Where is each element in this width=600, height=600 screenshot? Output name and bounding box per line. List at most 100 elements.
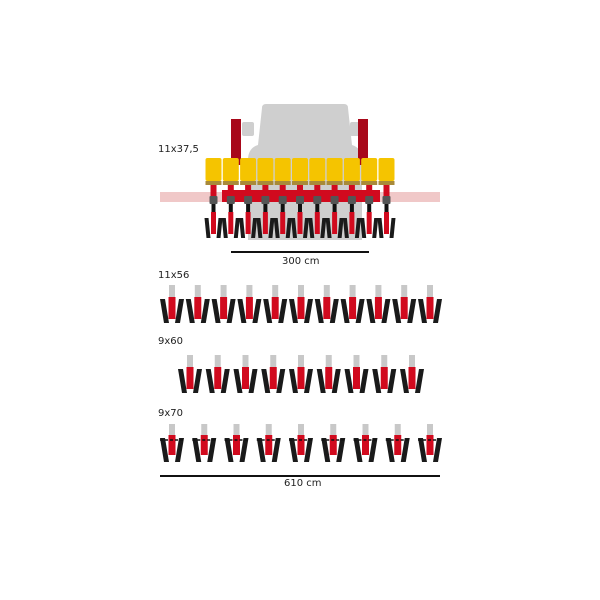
unit-mount [382, 196, 391, 204]
disc-right [268, 218, 275, 238]
disc-right [372, 218, 379, 238]
disc-right [271, 438, 281, 462]
disc-right [337, 218, 344, 238]
disc-left [185, 299, 195, 323]
seed-tube [426, 297, 434, 319]
disc-left [342, 218, 349, 238]
unit-arm [262, 185, 269, 197]
seed-tube [214, 367, 222, 389]
row-unit [224, 424, 249, 462]
seed-tube [220, 297, 228, 319]
unit-shank [349, 204, 354, 212]
disc-right [354, 218, 361, 238]
seed-hopper [292, 158, 308, 181]
row-unit [263, 285, 288, 323]
unit-top [187, 355, 193, 369]
scale-label-300cm: 300 cm [282, 256, 320, 267]
disc-right [200, 299, 210, 323]
hopper-unit [360, 158, 379, 238]
row-unit [261, 355, 286, 393]
hopper-unit [308, 158, 327, 238]
disc-right [233, 218, 240, 238]
seed-tube [400, 297, 408, 319]
row-unit [400, 355, 424, 393]
disc-left [256, 438, 266, 462]
seed-tube [325, 367, 333, 389]
scale-bar-610cm [160, 475, 440, 477]
unit-mount [313, 196, 322, 204]
disc-right [226, 299, 236, 323]
hopper-unit [221, 158, 240, 238]
unit-shank [263, 204, 268, 212]
unit-top [362, 424, 369, 438]
seed-tube [323, 297, 331, 319]
hopper-base [222, 181, 239, 185]
frame-post-left [231, 119, 241, 165]
row-unit [211, 285, 236, 323]
unit-top [323, 285, 330, 299]
row-unit [289, 355, 313, 393]
row-unit [321, 424, 346, 462]
disc-left [418, 438, 427, 462]
disc-right [251, 218, 258, 238]
disc-right [433, 299, 442, 323]
hopper-base [378, 181, 395, 185]
disc-left [273, 218, 280, 238]
seed-hopper [240, 158, 257, 181]
unit-mount [244, 196, 253, 204]
disc-left [385, 438, 395, 462]
unit-top [242, 355, 249, 369]
unit-top [169, 285, 175, 299]
disc-right [336, 438, 346, 462]
disc-left [289, 369, 298, 393]
seed-tube [242, 367, 249, 389]
unit-top [381, 355, 388, 369]
seed-tube [280, 212, 286, 234]
disc-left [256, 218, 263, 238]
seed-tube [426, 435, 434, 455]
unit-shank [228, 204, 233, 212]
unit-mount [296, 196, 304, 204]
seed-tube [374, 297, 382, 319]
disc-left [372, 369, 382, 393]
unit-top [427, 285, 433, 299]
seed-tube [186, 367, 194, 389]
scale-label-610cm: 610 cm [284, 478, 322, 489]
disc-right [329, 299, 339, 323]
unit-top [194, 285, 201, 299]
unit-arm [366, 185, 373, 197]
unit-mount [365, 196, 374, 204]
row-unit [160, 285, 184, 323]
disc-left [344, 369, 354, 393]
seed-tube [349, 212, 355, 234]
unit-shank [246, 204, 251, 212]
seed-tube [297, 297, 305, 319]
seed-tube [265, 435, 273, 455]
seed-tube [269, 367, 277, 389]
disc-left [263, 299, 273, 323]
hopper-unit [204, 158, 223, 238]
disc-right [216, 218, 223, 238]
row-unit [205, 355, 230, 393]
unit-top [298, 355, 304, 369]
unit-mount [226, 196, 235, 204]
row-unit [385, 424, 410, 462]
unit-top [409, 355, 415, 369]
seed-tube [233, 435, 240, 455]
row-unit [353, 424, 378, 462]
hopper-unit [325, 158, 344, 238]
unit-top [201, 424, 208, 438]
disc-right [220, 369, 230, 393]
hopper-base [292, 181, 308, 185]
disc-right [175, 299, 184, 323]
unit-mount [330, 196, 339, 204]
unit-shank [211, 204, 216, 212]
disc-right [320, 218, 327, 238]
row-unit [418, 285, 442, 323]
disc-left [308, 218, 315, 238]
unit-top [353, 355, 360, 369]
row-unit [392, 285, 417, 323]
unit-top [394, 424, 401, 438]
seed-tube [168, 297, 176, 319]
disc-right [368, 438, 378, 462]
